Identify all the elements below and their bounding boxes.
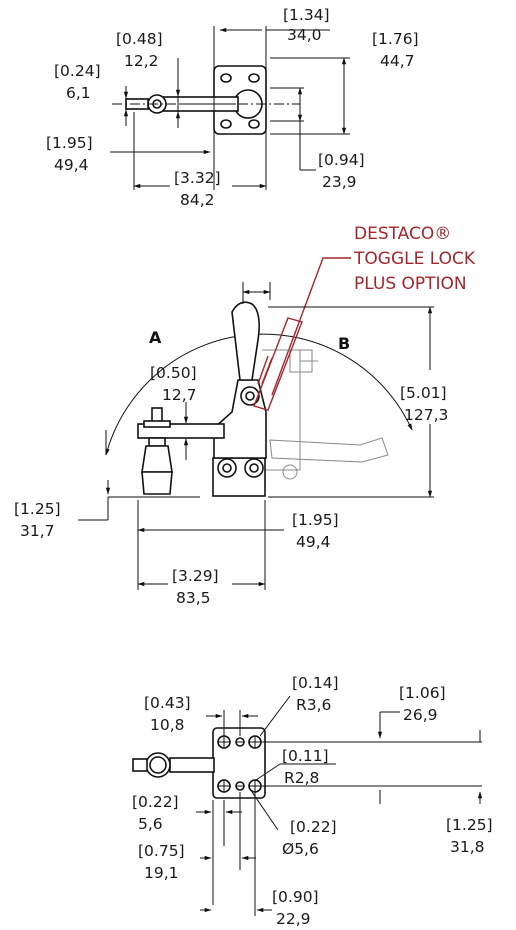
- dim-radius-lower-mm: R2,8: [284, 769, 319, 787]
- dim-height-mm: 127,3: [404, 406, 448, 424]
- dim-radius-upper-in: [0.14]: [292, 674, 339, 692]
- dim-hole-span-mm: 26,9: [403, 706, 438, 724]
- dim-side-length-in: [3.29]: [172, 567, 219, 585]
- dim-height-in: [5.01]: [400, 384, 447, 402]
- side-spindle-tip: [141, 445, 173, 473]
- dim-radius-upper-mm: R3,6: [296, 696, 331, 714]
- dim-edge-offset-in: [0.22]: [132, 793, 179, 811]
- bottom-view: [0.14] R3,6 [0.43] 10,8 [1.06] 26,9 [0.1…: [132, 674, 493, 928]
- callout-leader: [271, 257, 351, 396]
- arc-label-a: A: [149, 328, 162, 347]
- dim-side-reach-in: [1.95]: [292, 511, 339, 529]
- top-slot-hole: [220, 73, 232, 83]
- dim-lower-offset-mm: 31,8: [450, 838, 485, 856]
- dim-hole-offset-mm: 10,8: [150, 716, 185, 734]
- top-slot-hole: [220, 119, 232, 129]
- dim-side-reach-mm: 49,4: [296, 533, 331, 551]
- bottom-clamp-arm: [169, 757, 215, 773]
- dim-arm-width-in: [0.48]: [116, 30, 163, 48]
- side-handle: [231, 301, 260, 381]
- dim-hole-offset-in: [0.43]: [144, 694, 191, 712]
- dim-arm-thickness-mm: 12,7: [162, 386, 197, 404]
- dim-hole-diameter-mm: Ø5,6: [282, 840, 319, 858]
- pivot-lower-right: [244, 458, 264, 478]
- callout-line-3: PLUS OPTION: [354, 274, 467, 294]
- top-view: [1.34] 34,0 [0.48] 12,2 [1.76] 44,7 [0.2…: [46, 6, 419, 209]
- pivot-upper: [240, 386, 260, 406]
- callout-line-1: DESTACO®: [354, 224, 451, 244]
- dim-reach-in: [1.95]: [46, 134, 93, 152]
- dim-hole-spacing-mm: 23,9: [322, 173, 357, 191]
- dim-overall-length-in: [3.32]: [174, 169, 221, 187]
- dim-overall-length-mm: 84,2: [180, 191, 215, 209]
- dim-top-width-in: [1.34]: [283, 6, 330, 24]
- dim-spindle-height-in: [1.25]: [14, 500, 61, 518]
- dim-hole-diameter-in: [0.22]: [290, 818, 337, 836]
- dim-side-length-mm: 83,5: [176, 589, 211, 607]
- dim-reach-mm: 49,4: [54, 156, 89, 174]
- dim-rear-hole-offset-mm: 22,9: [276, 910, 311, 928]
- dim-spindle-in: [0.24]: [54, 62, 101, 80]
- callout-line-2: TOGGLE LOCK: [353, 249, 476, 269]
- dim-top-width-mm: 34,0: [287, 26, 322, 44]
- dim-radius-lower-in: [0.11]: [282, 747, 329, 765]
- dim-center-offset-mm: 19,1: [144, 864, 179, 882]
- top-slot-hole: [248, 73, 260, 83]
- dim-hub-depth-in: [1.76]: [372, 30, 419, 48]
- dim-hole-span-in: [1.06]: [399, 684, 446, 702]
- pivot-lower-left: [217, 458, 237, 478]
- ghost-open-position: [262, 349, 389, 480]
- dim-arm-width-mm: 12,2: [124, 52, 159, 70]
- top-slot-hole: [248, 119, 260, 129]
- dim-hub-depth-mm: 44,7: [380, 52, 415, 70]
- dim-arm-thickness-in: [0.50]: [150, 364, 197, 382]
- arc-label-b: B: [338, 334, 350, 353]
- dim-hole-spacing-in: [0.94]: [318, 151, 365, 169]
- dim-spindle-mm: 6,1: [66, 84, 91, 102]
- dim-edge-offset-mm: 5,6: [138, 815, 163, 833]
- side-view: A B DESTACO® TOGGLE LOCK PLUS OPTION: [14, 224, 476, 607]
- dim-spindle-height-mm: 31,7: [20, 522, 55, 540]
- dim-lower-offset-in: [1.25]: [446, 816, 493, 834]
- dim-rear-hole-offset-in: [0.90]: [272, 888, 319, 906]
- dim-center-offset-in: [0.75]: [138, 842, 185, 860]
